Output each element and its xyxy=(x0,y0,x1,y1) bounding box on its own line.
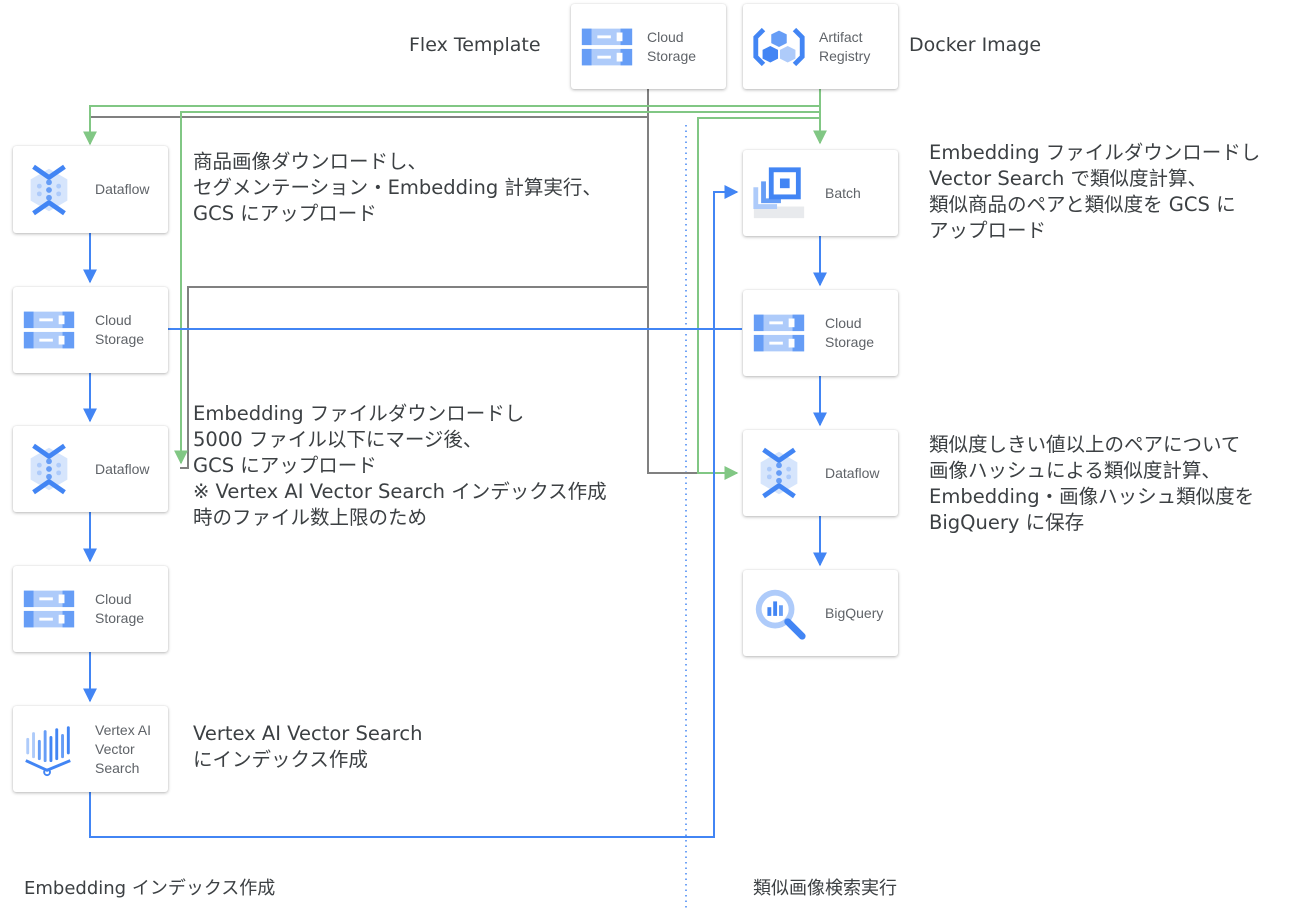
gray-flow xyxy=(90,89,700,474)
cloud-storage-label: Cloud Storage xyxy=(647,28,697,64)
dataflow-label: Dataflow xyxy=(95,460,150,477)
dataflow-card-2[interactable]: Dataflow xyxy=(13,426,168,512)
note-vector-search-similarity: Embedding ファイルダウンロードし Vector Search で類似度… xyxy=(929,141,1261,242)
bigquery-label: BigQuery xyxy=(825,604,884,621)
cloud-storage-label: Cloud Storage xyxy=(825,315,875,350)
cloud-storage-icon xyxy=(749,303,809,363)
bigquery-icon xyxy=(749,583,809,643)
cloud-storage-card-1[interactable]: Cloud Storage xyxy=(13,287,168,373)
dataflow-icon xyxy=(19,160,79,220)
dataflow-icon xyxy=(749,443,809,503)
artifact-registry-card[interactable]: Artifact Registry xyxy=(743,4,898,89)
batch-icon xyxy=(749,163,809,223)
flex-template-label: Flex Template xyxy=(409,34,541,56)
note-merge-files: Embedding ファイルダウンロードし 5000 ファイル以下にマージ後、 … xyxy=(193,402,607,529)
cloud-storage-label: Cloud Storage xyxy=(95,312,145,347)
vertex-ai-vector-search-label: Vertex AI Vector Search xyxy=(95,721,152,776)
artifact-registry-icon xyxy=(749,17,809,77)
dataflow-card-right[interactable]: Dataflow xyxy=(743,430,898,516)
dataflow-label: Dataflow xyxy=(825,464,880,481)
vertex-ai-vector-search-icon xyxy=(19,719,79,779)
bigquery-card[interactable]: BigQuery xyxy=(743,570,898,656)
note-image-hash-similarity: 類似度しきい値以上のペアについて 画像ハッシュによる類似度計算、 Embeddi… xyxy=(929,433,1255,534)
green-flow xyxy=(83,89,827,480)
dataflow-icon xyxy=(19,439,79,499)
cloud-storage-icon xyxy=(19,579,79,639)
artifact-registry-label: Artifact Registry xyxy=(819,28,871,64)
section-title-embedding-index: Embedding インデックス作成 xyxy=(24,878,276,899)
cloud-storage-flex-template-card[interactable]: Cloud Storage xyxy=(571,4,726,89)
dataflow-label: Dataflow xyxy=(95,181,150,197)
blue-flow xyxy=(83,185,827,838)
cloud-storage-card-2[interactable]: Cloud Storage xyxy=(13,566,168,652)
dataflow-card-1[interactable]: Dataflow xyxy=(13,146,168,233)
batch-label: Batch xyxy=(825,184,861,201)
cloud-storage-icon xyxy=(577,17,637,77)
vertex-ai-vector-search-card[interactable]: Vertex AI Vector Search xyxy=(13,706,168,792)
note-create-index: Vertex AI Vector Search にインデックス作成 xyxy=(193,722,423,771)
note-segmentation-embedding: 商品画像ダウンロードし、 セグメンテーション・Embedding 計算実行、 G… xyxy=(193,150,602,225)
cloud-storage-card-right[interactable]: Cloud Storage xyxy=(743,290,898,376)
cloud-storage-icon xyxy=(19,300,79,360)
docker-image-label: Docker Image xyxy=(909,34,1042,56)
section-title-similar-image-search: 類似画像検索実行 xyxy=(753,878,897,899)
batch-card[interactable]: Batch xyxy=(743,150,898,236)
cloud-storage-label: Cloud Storage xyxy=(95,591,145,626)
